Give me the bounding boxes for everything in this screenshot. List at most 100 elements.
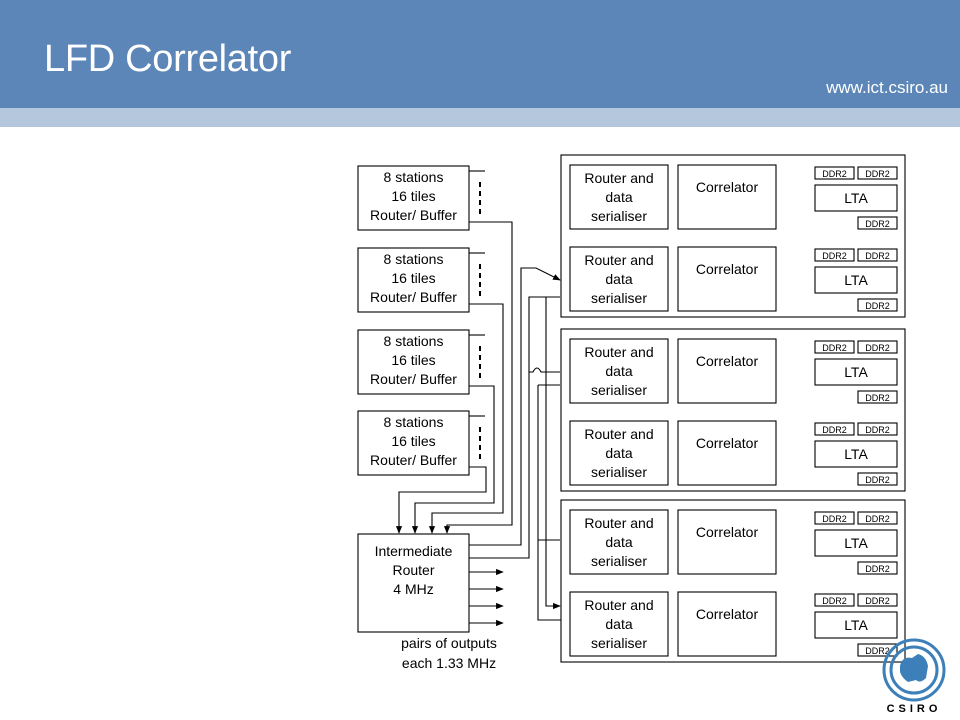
correlator-label: Correlator xyxy=(696,261,759,277)
ddr2-box xyxy=(857,390,898,404)
router-serialiser-box xyxy=(569,509,669,575)
station-label: 16 tiles xyxy=(391,352,435,368)
station-box xyxy=(357,410,470,476)
ddr2-label: DDR2 xyxy=(865,219,890,229)
csiro-logo-icon: CSIRO xyxy=(882,638,946,715)
station-label: 8 stations xyxy=(384,251,444,267)
lta-box xyxy=(814,529,898,557)
ddr2-label: DDR2 xyxy=(865,251,890,261)
station-label: Router/ Buffer xyxy=(370,371,457,387)
wire xyxy=(545,297,561,610)
correlator-box xyxy=(677,420,777,486)
router-serialiser-label: serialiser xyxy=(591,464,647,480)
ddr2-label: DDR2 xyxy=(865,475,890,485)
station-label: 16 tiles xyxy=(391,188,435,204)
router-serialiser-label: Router and xyxy=(584,252,653,268)
ddr2-box xyxy=(857,422,898,436)
lta-label: LTA xyxy=(844,272,868,288)
router-serialiser-label: data xyxy=(605,363,632,379)
ddr2-box xyxy=(814,340,855,354)
ddr2-box xyxy=(857,643,898,657)
lta-label: LTA xyxy=(844,617,868,633)
ddr2-box xyxy=(857,472,898,486)
wire xyxy=(469,296,560,559)
ddr2-label: DDR2 xyxy=(865,646,890,656)
router-serialiser-label: Router and xyxy=(584,515,653,531)
wire xyxy=(411,385,495,534)
header-url: www.ict.csiro.au xyxy=(826,78,948,97)
router-serialiser-box xyxy=(569,591,669,657)
intermediate-router-box xyxy=(357,533,470,633)
correlator-box xyxy=(677,338,777,404)
lta-box xyxy=(814,440,898,468)
lta-label: LTA xyxy=(844,190,868,206)
outputs-note: each 1.33 MHz xyxy=(402,655,496,671)
ddr2-label: DDR2 xyxy=(865,343,890,353)
router-serialiser-label: data xyxy=(605,616,632,632)
intermediate-router-label: Intermediate xyxy=(375,543,453,559)
station-box xyxy=(357,329,470,395)
lta-box xyxy=(814,266,898,294)
ddr2-box xyxy=(857,248,898,262)
correlator-box xyxy=(677,591,777,657)
router-serialiser-box xyxy=(569,338,669,404)
ddr2-label: DDR2 xyxy=(822,343,847,353)
router-serialiser-label: data xyxy=(605,534,632,550)
station-label: Router/ Buffer xyxy=(370,452,457,468)
router-serialiser-box xyxy=(569,164,669,230)
ddr2-box xyxy=(814,511,855,525)
ddr2-label: DDR2 xyxy=(822,251,847,261)
station-label: 16 tiles xyxy=(391,433,435,449)
station-label: 8 stations xyxy=(384,333,444,349)
correlator-label: Correlator xyxy=(696,606,759,622)
ddr2-label: DDR2 xyxy=(822,425,847,435)
ddr2-label: DDR2 xyxy=(822,169,847,179)
ddr2-box xyxy=(857,511,898,525)
router-serialiser-label: serialiser xyxy=(591,382,647,398)
router-serialiser-label: data xyxy=(605,189,632,205)
ddr2-label: DDR2 xyxy=(822,514,847,524)
lta-label: LTA xyxy=(844,364,868,380)
station-label: Router/ Buffer xyxy=(370,207,457,223)
router-serialiser-box xyxy=(569,420,669,486)
correlator-label: Correlator xyxy=(696,353,759,369)
ddr2-box xyxy=(857,593,898,607)
lta-label: LTA xyxy=(844,446,868,462)
router-serialiser-label: data xyxy=(605,271,632,287)
wire xyxy=(529,367,560,373)
router-serialiser-label: data xyxy=(605,445,632,461)
header-bar xyxy=(0,0,960,108)
ddr2-box xyxy=(814,593,855,607)
station-label: 8 stations xyxy=(384,414,444,430)
wire xyxy=(443,221,513,534)
station-label: 16 tiles xyxy=(391,270,435,286)
router-serialiser-label: Router and xyxy=(584,344,653,360)
station-label: 8 stations xyxy=(384,169,444,185)
ddr2-label: DDR2 xyxy=(865,169,890,179)
lta-label: LTA xyxy=(844,535,868,551)
wire xyxy=(428,303,504,534)
intermediate-router-label: Router xyxy=(392,562,434,578)
ddr2-label: DDR2 xyxy=(865,393,890,403)
ddr2-label: DDR2 xyxy=(865,596,890,606)
router-serialiser-box xyxy=(569,246,669,312)
ddr2-label: DDR2 xyxy=(865,425,890,435)
ddr2-label: DDR2 xyxy=(822,596,847,606)
ddr2-box xyxy=(857,298,898,312)
station-box xyxy=(357,247,470,313)
router-serialiser-label: serialiser xyxy=(591,635,647,651)
lta-box xyxy=(814,184,898,212)
router-serialiser-label: serialiser xyxy=(591,290,647,306)
correlator-box xyxy=(677,164,777,230)
router-serialiser-label: Router and xyxy=(584,597,653,613)
router-serialiser-label: serialiser xyxy=(591,553,647,569)
router-serialiser-label: Router and xyxy=(584,426,653,442)
ddr2-box xyxy=(857,166,898,180)
outputs-note: pairs of outputs xyxy=(401,635,497,651)
ddr2-label: DDR2 xyxy=(865,301,890,311)
header-stripe xyxy=(0,108,960,127)
station-label: Router/ Buffer xyxy=(370,289,457,305)
wire xyxy=(469,267,561,546)
ddr2-box xyxy=(814,422,855,436)
